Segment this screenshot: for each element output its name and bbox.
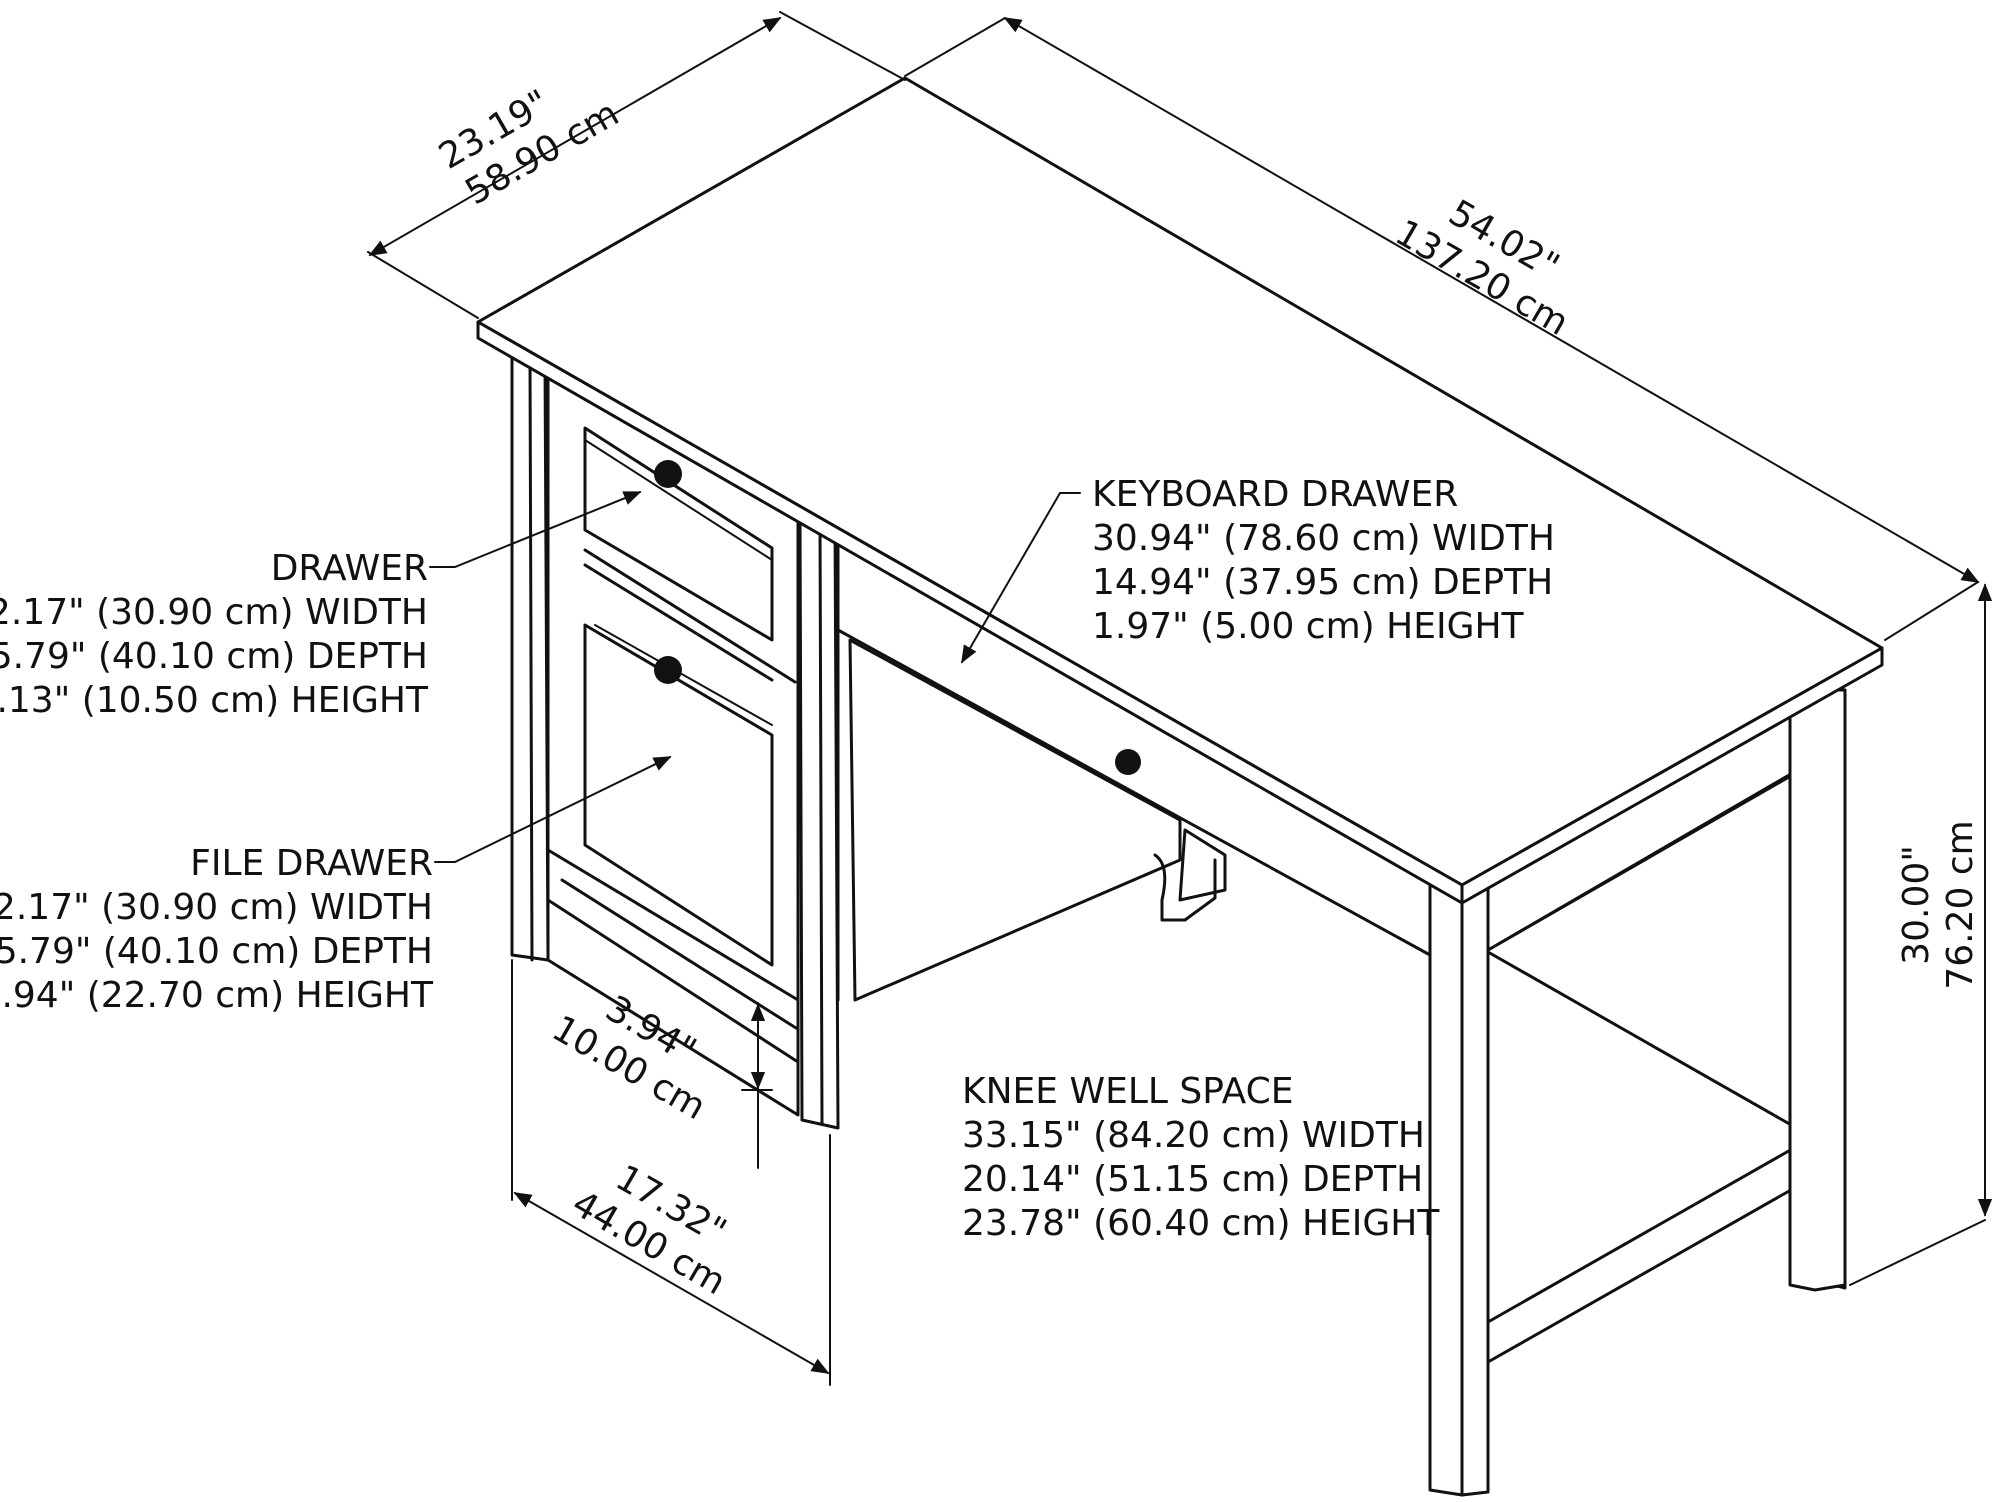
file-drawer-height: 8.94" (22.70 cm) HEIGHT <box>0 975 434 1016</box>
height-cm-label: 76.20 cm <box>1940 820 1981 989</box>
leg-chamfer-line-2 <box>528 358 534 962</box>
callout-file-drawer: FILE DRAWER 12.17" (30.90 cm) WIDTH 15.7… <box>0 843 434 1016</box>
file-drawer-rail <box>594 624 773 726</box>
top-drawer-knob <box>654 460 682 488</box>
file-drawer-depth: 15.79" (40.10 cm) DEPTH <box>0 931 433 972</box>
top-drawer-rail <box>584 439 773 561</box>
knee-well-title: KNEE WELL SPACE <box>962 1071 1294 1112</box>
callout-keyboard-drawer: KEYBOARD DRAWER 30.94" (78.60 cm) WIDTH … <box>1092 474 1555 647</box>
width-extension-left <box>904 17 1006 77</box>
width-extension-right <box>1884 581 1979 641</box>
knee-well-width: 33.15" (84.20 cm) WIDTH <box>962 1115 1425 1156</box>
callout-drawer: DRAWER 12.17" (30.90 cm) WIDTH 15.79" (4… <box>0 548 429 721</box>
keyboard-drawer-title: KEYBOARD DRAWER <box>1092 474 1458 515</box>
height-extension-bottom <box>1849 1219 1986 1286</box>
rear-right-leg-front <box>1788 688 1847 1292</box>
drawer-title: DRAWER <box>271 548 428 589</box>
modesty-panel <box>848 638 1182 1002</box>
depth-extension-left <box>367 251 479 319</box>
drawer-divider-line <box>583 548 797 684</box>
drawer-depth: 15.79" (40.10 cm) DEPTH <box>0 636 428 677</box>
file-drawer-title: FILE DRAWER <box>190 843 433 884</box>
dimension-lines <box>367 11 1993 1386</box>
front-right-leg <box>1428 878 1490 1497</box>
file-drawer-knob <box>654 656 682 684</box>
keyboard-drawer-leader <box>961 492 1081 664</box>
keyboard-drawer-depth: 14.94" (37.95 cm) DEPTH <box>1092 562 1553 603</box>
leader-lines <box>429 491 1081 863</box>
bottom-stretcher <box>1486 1138 1814 1364</box>
keyboard-drawer-height: 1.97" (5.00 cm) HEIGHT <box>1092 606 1525 647</box>
knee-well-height: 23.78" (60.40 cm) HEIGHT <box>962 1203 1440 1244</box>
side-rail-line <box>1486 950 1802 1132</box>
drawer-height: 4.13" (10.50 cm) HEIGHT <box>0 680 429 721</box>
drawer-width: 12.17" (30.90 cm) WIDTH <box>0 592 428 633</box>
height-in-label: 30.00" <box>1896 845 1937 965</box>
keyboard-drawer-knob <box>1115 749 1141 775</box>
leg-chamfer-line <box>818 521 824 1126</box>
keyboard-tray-support <box>1153 853 1217 922</box>
desk-top-side-edge <box>1460 646 1884 905</box>
drawer-divider <box>583 563 774 682</box>
callout-knee-well: KNEE WELL SPACE 33.15" (84.20 cm) WIDTH … <box>962 1071 1440 1244</box>
knee-well-depth: 20.14" (51.15 cm) DEPTH <box>962 1159 1423 1200</box>
file-drawer-width: 12.17" (30.90 cm) WIDTH <box>0 887 433 928</box>
depth-extension-right <box>779 11 906 81</box>
keyboard-slide-bracket <box>1178 828 1227 902</box>
drawer-leader <box>429 491 642 568</box>
width-dimension-line <box>1003 17 1980 583</box>
pedestal-plinth <box>546 848 800 1064</box>
top-drawer-front <box>583 426 774 642</box>
file-drawer-leader <box>434 756 672 863</box>
pedestal-width-dimension-line <box>513 1192 830 1374</box>
file-drawer-front <box>583 623 774 967</box>
keyboard-drawer-width: 30.94" (78.60 cm) WIDTH <box>1092 518 1555 559</box>
depth-dimension-line <box>368 17 782 256</box>
